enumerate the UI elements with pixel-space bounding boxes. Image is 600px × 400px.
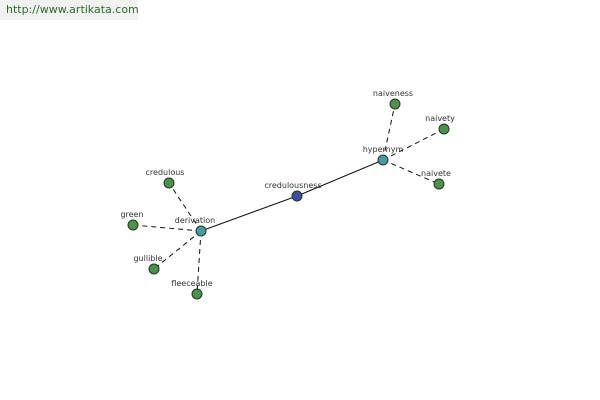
edge-hypernym-naiveness xyxy=(382,103,396,161)
node-dot-green[interactable] xyxy=(127,219,139,231)
node-label-green: green xyxy=(120,210,143,219)
node-dot-naivete[interactable] xyxy=(433,178,445,190)
node-label-hypernym: hypernym xyxy=(363,145,404,154)
node-label-naiveness: naiveness xyxy=(373,89,413,98)
edge-hypernym-naivety xyxy=(382,128,445,161)
node-credulous[interactable]: credulous xyxy=(146,168,185,189)
node-naivete[interactable]: naivete xyxy=(421,169,451,190)
node-credulousness[interactable]: credulousness xyxy=(264,181,322,202)
node-dot-credulous[interactable] xyxy=(163,177,175,189)
node-dot-credulousness[interactable] xyxy=(291,190,303,202)
node-naivety[interactable]: naivety xyxy=(425,114,455,135)
edge-derivation-green xyxy=(132,224,202,232)
edge-credulousness-hypernym xyxy=(296,159,384,197)
node-dot-derivation[interactable] xyxy=(195,225,207,237)
node-dot-fleeceable[interactable] xyxy=(191,288,203,300)
node-naiveness[interactable]: naiveness xyxy=(373,89,413,110)
edge-derivation-gullible xyxy=(153,230,202,270)
node-dot-hypernym[interactable] xyxy=(377,154,389,166)
node-label-credulousness: credulousness xyxy=(264,181,321,190)
edge-credulousness-derivation xyxy=(200,195,298,232)
edge-derivation-fleeceable xyxy=(196,230,202,295)
graph-nodes: credulousness hypernym derivation naiveness… xyxy=(120,89,455,300)
node-label-naivete: naivete xyxy=(421,169,451,178)
node-label-credulous: credulous xyxy=(146,168,185,177)
graph-edges xyxy=(132,103,445,295)
node-label-gullible: gullible xyxy=(133,254,162,263)
node-green[interactable]: green xyxy=(120,210,144,231)
node-gullible[interactable]: gullible xyxy=(133,254,163,275)
node-dot-gullible[interactable] xyxy=(148,263,160,275)
edge-hypernym-naivete xyxy=(382,159,440,185)
node-hypernym[interactable]: hypernym xyxy=(363,145,404,166)
node-label-derivation: derivation xyxy=(175,216,215,225)
site-url-link[interactable]: http://www.artikata.com xyxy=(0,0,139,20)
node-label-fleeceable: fleeceable xyxy=(171,279,212,288)
node-derivation[interactable]: derivation xyxy=(175,216,215,237)
edge-derivation-credulous xyxy=(168,182,202,232)
node-dot-naivety[interactable] xyxy=(438,123,450,135)
node-label-naivety: naivety xyxy=(425,114,455,123)
node-fleeceable[interactable]: fleeceable xyxy=(171,279,213,300)
node-dot-naiveness[interactable] xyxy=(389,98,401,110)
